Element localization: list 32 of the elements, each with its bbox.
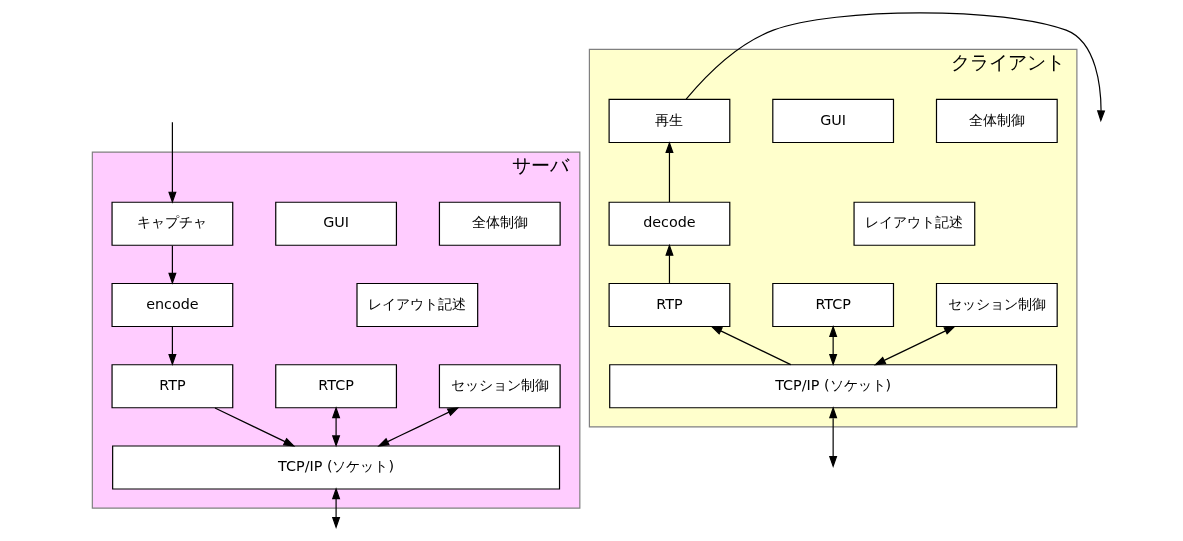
node-box: decode <box>608 201 730 246</box>
node-box: encode <box>110 282 233 328</box>
arrow <box>376 407 459 447</box>
arrow <box>331 406 340 448</box>
arrow <box>213 407 295 447</box>
node-box: RTCP <box>274 364 397 409</box>
node-box: 全体制御 <box>438 201 561 246</box>
node-box: 再生 <box>608 98 730 144</box>
arrow <box>331 487 340 529</box>
arrow <box>828 406 837 468</box>
node-box: GUI <box>771 98 894 144</box>
node-box: TCP/IP (ソケット) <box>608 364 1057 409</box>
arrow <box>167 245 177 285</box>
node-box: RTP <box>110 364 233 409</box>
node-box: キャプチャ <box>110 201 233 246</box>
arrow <box>828 325 837 366</box>
node-box: セッション制御 <box>935 282 1058 328</box>
node-box: RTP <box>608 282 730 328</box>
arrow <box>664 141 674 203</box>
arrow <box>709 325 791 366</box>
node-box: 全体制御 <box>935 98 1058 144</box>
node-box: レイアウト記述 <box>355 282 478 328</box>
arrow <box>167 121 177 204</box>
node-box: セッション制御 <box>438 364 561 409</box>
arrow <box>664 243 674 284</box>
arrow <box>167 326 177 366</box>
node-box: GUI <box>274 201 397 246</box>
node-box: レイアウト記述 <box>852 201 975 246</box>
arrow <box>685 12 1105 123</box>
arrow <box>873 325 956 366</box>
node-box: RTCP <box>771 282 894 328</box>
node-box: TCP/IP (ソケット) <box>111 445 560 490</box>
